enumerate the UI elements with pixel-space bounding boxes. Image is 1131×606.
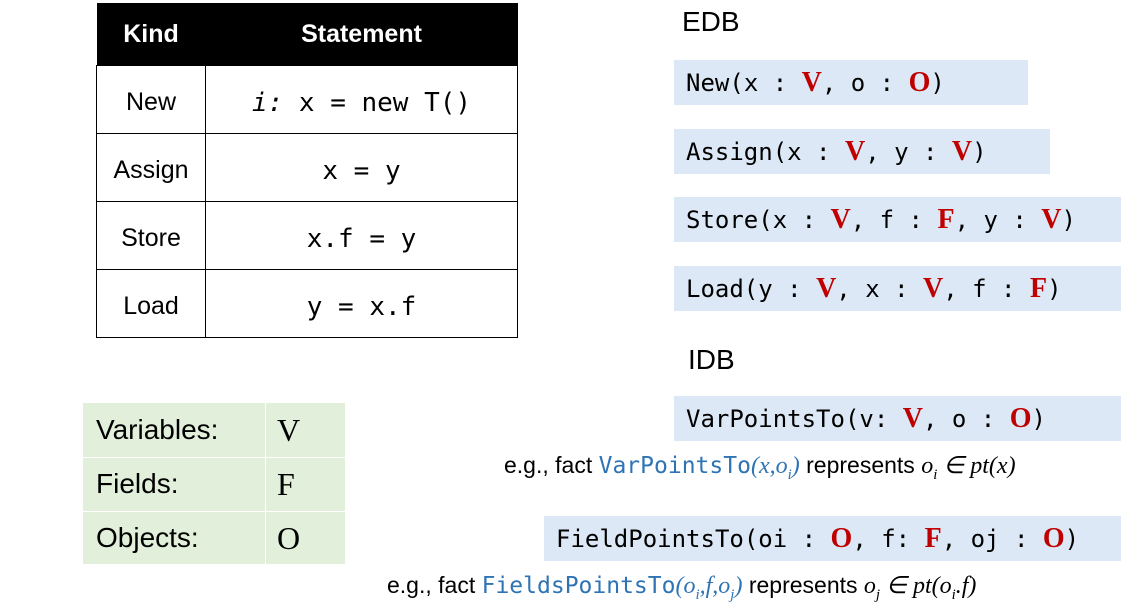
relation-name: Load xyxy=(686,275,744,303)
domain-symbol: V xyxy=(844,136,866,167)
param-var: f xyxy=(879,206,895,234)
header-kind: Kind xyxy=(96,3,206,66)
relation-name: FieldPointsTo xyxy=(556,525,744,553)
kind-cell: New xyxy=(96,65,206,134)
relation-name: VarPointsTo xyxy=(686,405,845,433)
example-prefix: e.g., fact xyxy=(387,572,476,598)
param-var: v: xyxy=(859,405,889,433)
domain-symbol: V xyxy=(830,204,851,235)
statement-cell: x = y xyxy=(205,133,518,202)
domain-symbol: O xyxy=(830,523,853,554)
param-var: f xyxy=(972,275,987,303)
header-statement: Statement xyxy=(205,3,518,66)
statement-cell: i: x = new T() xyxy=(205,65,518,134)
domain-row: Fields: F xyxy=(83,457,345,511)
table-row: Load y = x.f xyxy=(96,269,518,338)
relation-name: Assign xyxy=(686,138,773,166)
example-fieldpointsto: e.g., fact FieldsPointsTo(oi,f,oj) repre… xyxy=(387,572,977,603)
domain-symbol: V xyxy=(923,273,944,304)
table-row: New i: x = new T() xyxy=(96,65,518,134)
example-varpointsto: e.g., fact VarPointsTo(x,oi) represents … xyxy=(504,452,1016,483)
domain-row: Variables: V xyxy=(83,403,345,457)
param-var: x xyxy=(743,69,759,97)
param-var: y xyxy=(983,206,998,234)
relation-load: Load(y : V, x : V, f : F) xyxy=(674,266,1121,311)
example-mid: represents xyxy=(748,572,858,598)
domain-symbol: O xyxy=(1042,523,1065,554)
relation-fieldpointsto: FieldPointsTo(oi : O, f: F, oj : O) xyxy=(544,516,1121,561)
relation-assign: Assign(x : V, y : V) xyxy=(674,129,1050,174)
domain-symbol: V xyxy=(801,67,822,98)
domain-symbol: V xyxy=(277,412,301,448)
domain-name: Fields: xyxy=(96,468,179,499)
fact-name: FieldsPointsTo xyxy=(481,573,676,599)
domain-symbol: F xyxy=(1029,273,1048,304)
param-var: o xyxy=(850,69,866,97)
relation-new: New(x : V, o : O) xyxy=(674,60,1028,105)
kind-cell: Load xyxy=(96,269,206,338)
domain-row: Objects: O xyxy=(83,511,345,565)
kind-cell: Store xyxy=(96,201,206,270)
relation-name: Store xyxy=(686,206,759,234)
statement-cell: x.f = y xyxy=(205,201,518,270)
param-var: oj : xyxy=(970,525,1029,553)
statement-cell: y = x.f xyxy=(205,269,518,338)
idb-heading: IDB xyxy=(688,344,735,375)
domain-symbol: F xyxy=(277,466,295,502)
table-row: Store x.f = y xyxy=(96,201,518,270)
domain-legend: Variables: V Fields: F Objects: O xyxy=(83,403,345,564)
relation-varpointsto: VarPointsTo(v: V, o : O) xyxy=(674,396,1121,441)
example-mid: represents xyxy=(806,452,915,478)
table-header-row: Kind Statement xyxy=(96,3,518,66)
domain-symbol: V xyxy=(1041,204,1062,235)
param-var: x xyxy=(787,138,802,166)
relation-name: New xyxy=(686,69,730,97)
param-var: y xyxy=(758,275,773,303)
fact-name: VarPointsTo xyxy=(598,453,751,479)
param-var: y xyxy=(894,138,909,166)
domain-symbol: O xyxy=(908,67,931,98)
param-var: oi : xyxy=(758,525,817,553)
statement-kind-table: Kind Statement New i: x = new T() Assign… xyxy=(96,3,518,338)
param-var: x xyxy=(865,275,880,303)
domain-symbol: F xyxy=(924,523,942,554)
domain-name: Objects: xyxy=(96,522,199,553)
relation-store: Store(x : V, f : F, y : V) xyxy=(674,197,1121,242)
statement-label: i: xyxy=(251,87,284,118)
domain-symbol: V xyxy=(902,403,923,434)
domain-name: Variables: xyxy=(96,414,219,445)
kind-cell: Assign xyxy=(96,133,206,202)
domain-symbol: O xyxy=(277,520,301,556)
param-var: o : xyxy=(951,405,996,433)
statement-code: x = new T() xyxy=(298,87,472,118)
domain-symbol: F xyxy=(937,204,955,235)
example-prefix: e.g., fact xyxy=(504,452,593,478)
edb-heading: EDB xyxy=(682,6,740,37)
domain-symbol: O xyxy=(1009,403,1032,434)
param-var: x xyxy=(772,206,788,234)
param-var: f: xyxy=(881,525,911,553)
domain-symbol: V xyxy=(951,136,973,167)
domain-symbol: V xyxy=(816,273,837,304)
table-row: Assign x = y xyxy=(96,133,518,202)
